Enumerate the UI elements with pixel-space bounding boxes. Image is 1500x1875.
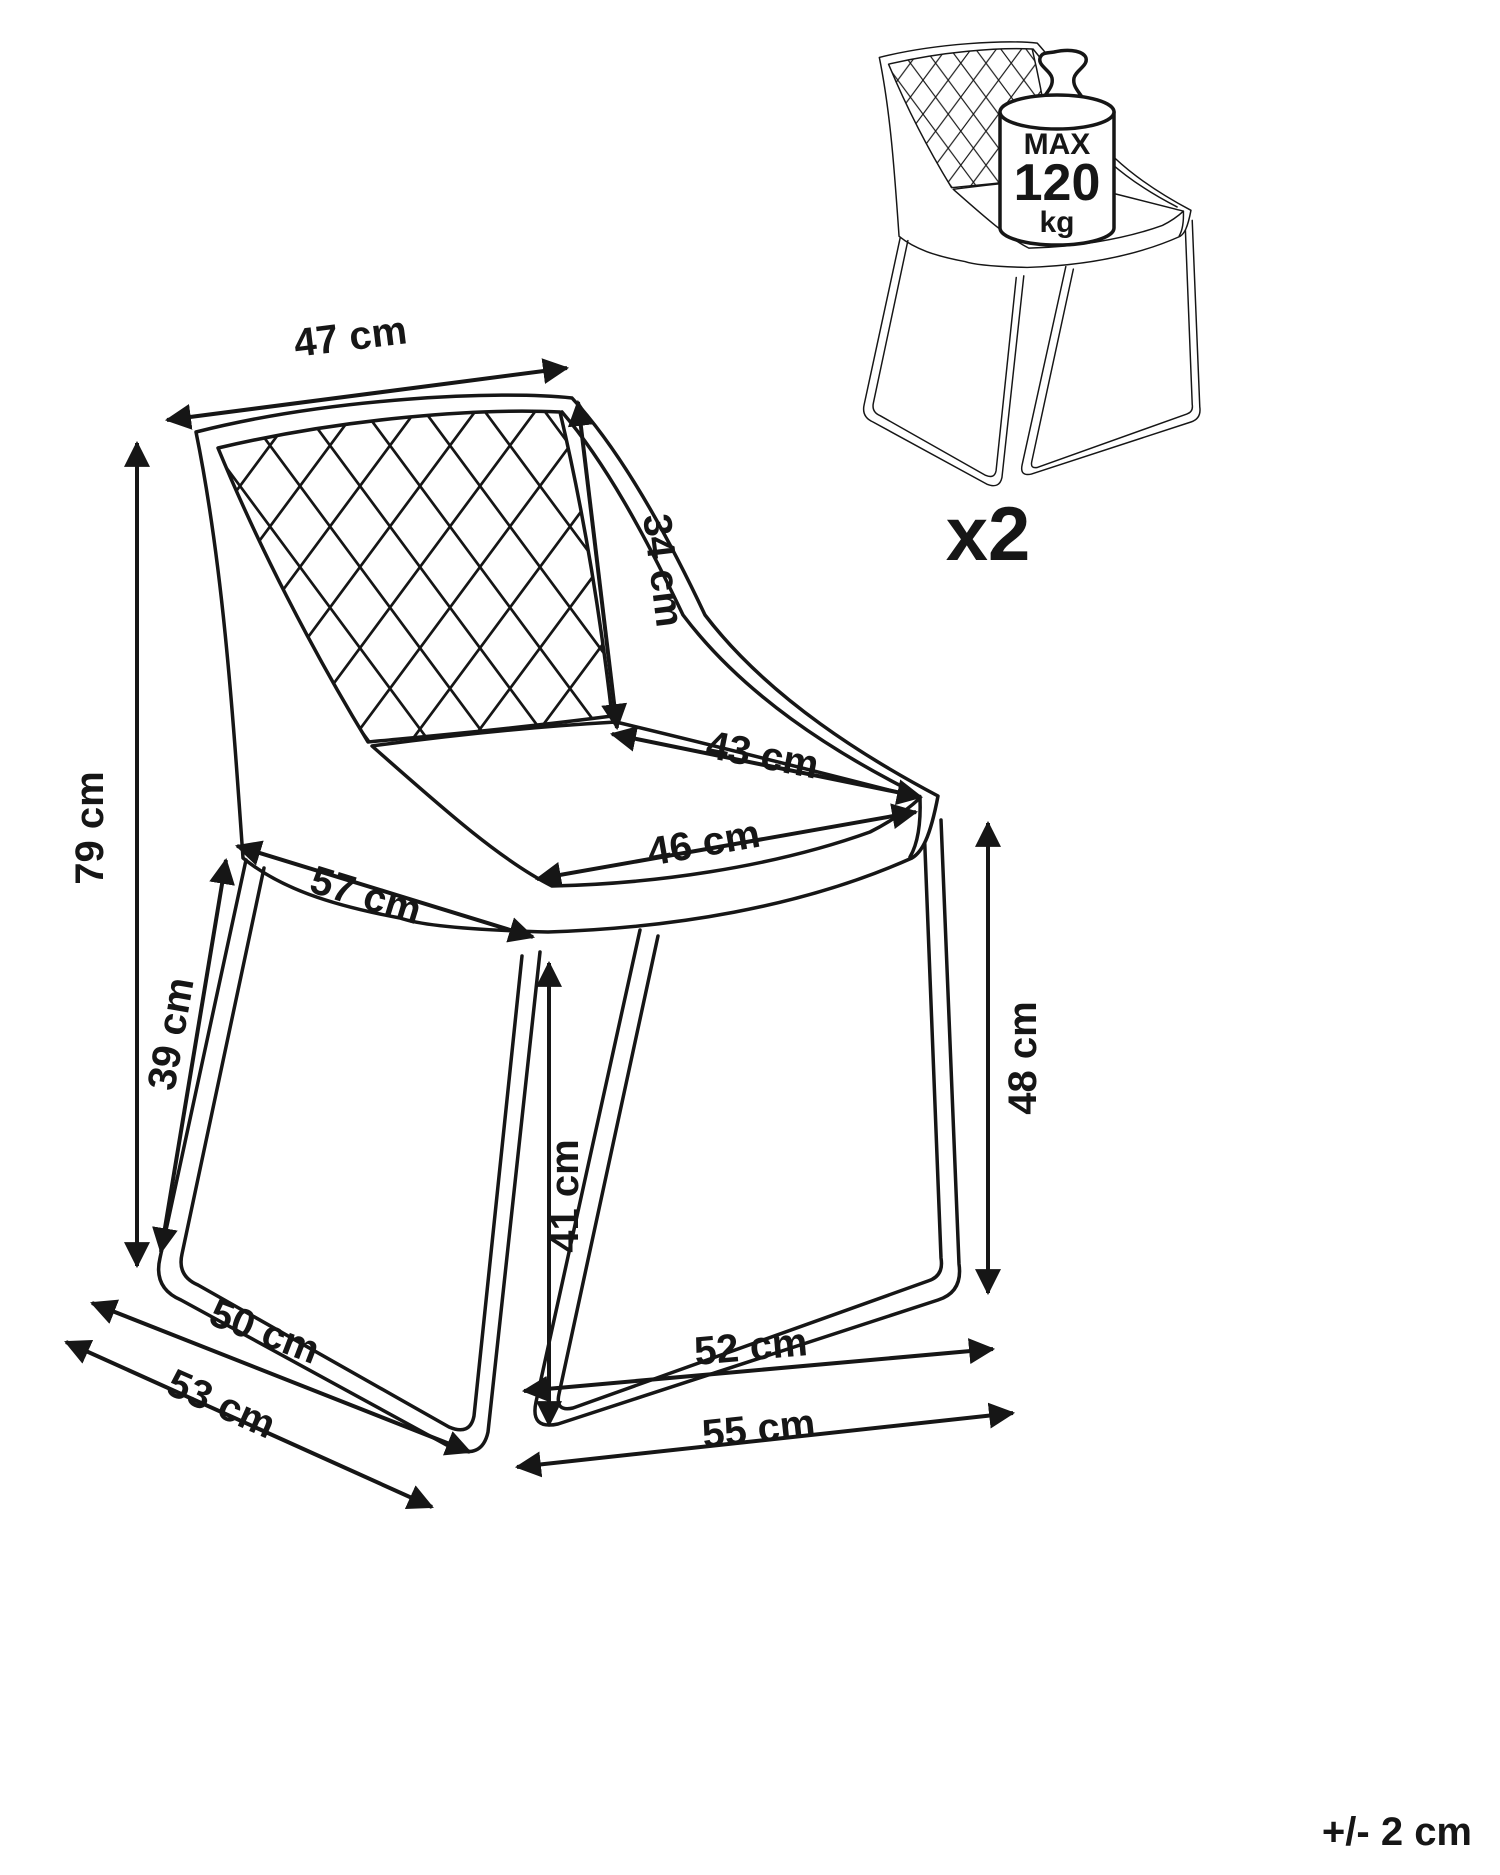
dim-label-inner-leg-height: 41 cm: [543, 1139, 587, 1252]
dim-label-rear-leg-height: 48 cm: [1001, 1001, 1045, 1114]
max-load-cylinder-top: [998, 93, 1116, 131]
max-load-badge: MAX 120 kg: [998, 93, 1116, 247]
dim-label-front-leg-slant-height: 39 cm: [140, 974, 203, 1093]
max-load-value: 120: [1014, 154, 1101, 212]
dim-arrow-backrest-top-width: [164, 358, 570, 430]
dim-label-backrest-top-width: 47 cm: [291, 308, 409, 365]
front-leg: [156, 858, 542, 1454]
max-load-unit: kg: [1039, 206, 1074, 239]
dim-arrow-front-leg-slant-height: [152, 857, 235, 1255]
dim-arrow-seat-depth: [609, 726, 924, 805]
chair-drawing: [156, 393, 962, 1454]
dimension-annotations: 47 cm 34 cm 79 cm 43 cm 46 cm 57 cm 39 c…: [64, 308, 1045, 1510]
dim-arrow-seat-width: [534, 803, 919, 888]
dim-arrow-base-side-depth: [521, 1338, 996, 1402]
quantity-label: x2: [946, 492, 1031, 577]
dim-label-base-side-outer-depth: 55 cm: [700, 1401, 817, 1457]
max-load-prefix: MAX: [1024, 128, 1091, 161]
dim-arrow-base-front-outer-width: [64, 1339, 434, 1510]
dim-arrow-seat-front-width: [235, 840, 535, 943]
tolerance-label: +/- 2 cm: [1322, 1810, 1472, 1854]
dim-label-base-side-depth: 52 cm: [692, 1320, 809, 1374]
dim-arrow-backrest-height: [567, 399, 628, 731]
dim-label-base-front-outer-width: 53 cm: [161, 1361, 283, 1447]
dim-label-base-front-width: 50 cm: [204, 1291, 326, 1373]
max-load-cylinder-body: [998, 110, 1116, 247]
dim-label-overall-height: 79 cm: [68, 771, 112, 884]
dim-arrow-base-side-outer-depth: [514, 1402, 1016, 1478]
